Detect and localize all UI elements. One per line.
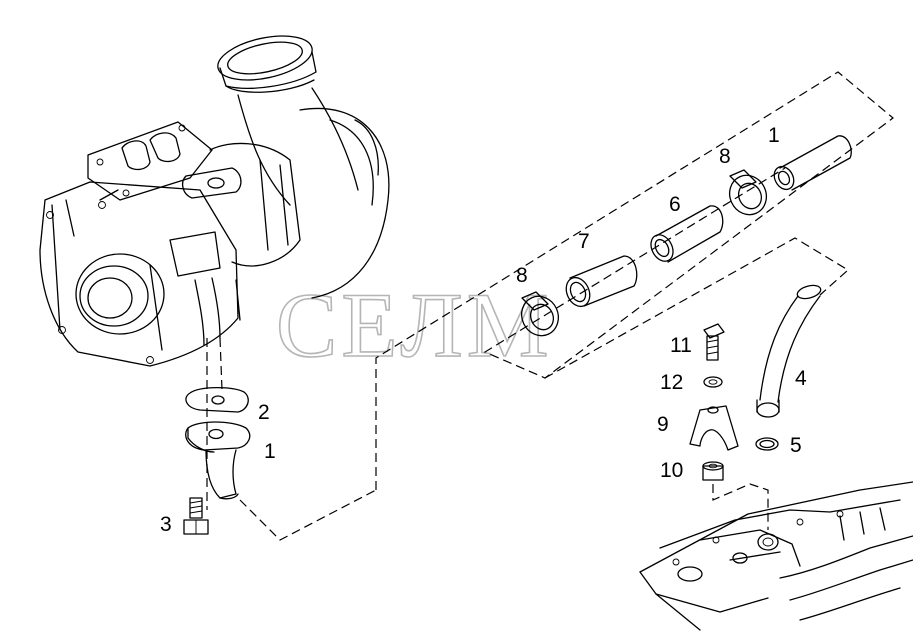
bracket-group bbox=[689, 323, 769, 530]
engine-block bbox=[639, 481, 913, 631]
callout-nut-10: 10 bbox=[660, 459, 683, 482]
callouts: 1 2 1 3 8 6 7 8 11 12 9 10 4 5 bbox=[160, 124, 807, 536]
watermark-text: СЕЛМ bbox=[276, 274, 553, 376]
callout-hose-7: 7 bbox=[578, 230, 590, 253]
oil-return-pipe bbox=[755, 284, 822, 451]
callout-clamp-8-upper: 8 bbox=[719, 145, 731, 168]
upper-dashed-route bbox=[375, 71, 894, 490]
callout-bolt-3: 3 bbox=[160, 513, 172, 536]
callout-oring-5: 5 bbox=[790, 434, 802, 457]
callout-gasket-2: 2 bbox=[258, 401, 270, 424]
lower-dashed-route bbox=[544, 237, 850, 379]
callout-pipe-4: 4 bbox=[795, 367, 807, 390]
callout-bracket-9: 9 bbox=[657, 413, 669, 436]
callout-clamp-8-lower: 8 bbox=[516, 264, 528, 287]
turbocharger bbox=[39, 35, 390, 367]
drain-flange-assembly bbox=[183, 337, 377, 541]
callout-bolt-11: 11 bbox=[670, 334, 692, 357]
callout-flange-line-1: 1 bbox=[264, 440, 276, 463]
callout-hose-6: 6 bbox=[669, 193, 681, 216]
callout-washer-12: 12 bbox=[660, 371, 683, 394]
callout-turbo-line-1: 1 bbox=[768, 124, 780, 147]
hose-group bbox=[520, 135, 852, 337]
